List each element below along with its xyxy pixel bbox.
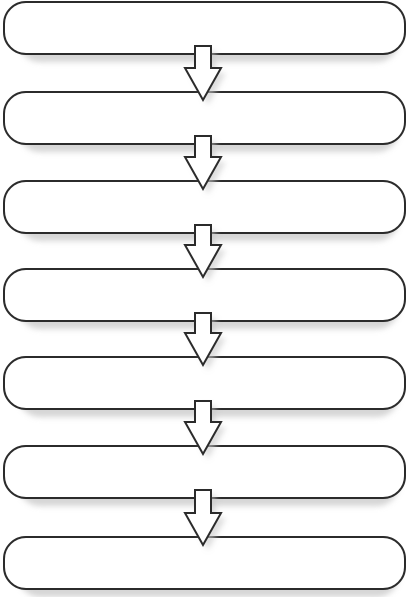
down-arrow-icon	[183, 224, 223, 280]
step-box-shape	[3, 536, 406, 590]
down-arrow-icon	[183, 400, 223, 457]
step-boxes	[3, 1, 406, 590]
down-arrow-icon	[183, 135, 223, 192]
down-arrow-icon	[183, 489, 223, 548]
down-arrow-icon	[183, 45, 223, 103]
down-arrow-icon	[183, 312, 223, 368]
connector-arrows	[183, 45, 226, 550]
step-box	[3, 536, 406, 590]
